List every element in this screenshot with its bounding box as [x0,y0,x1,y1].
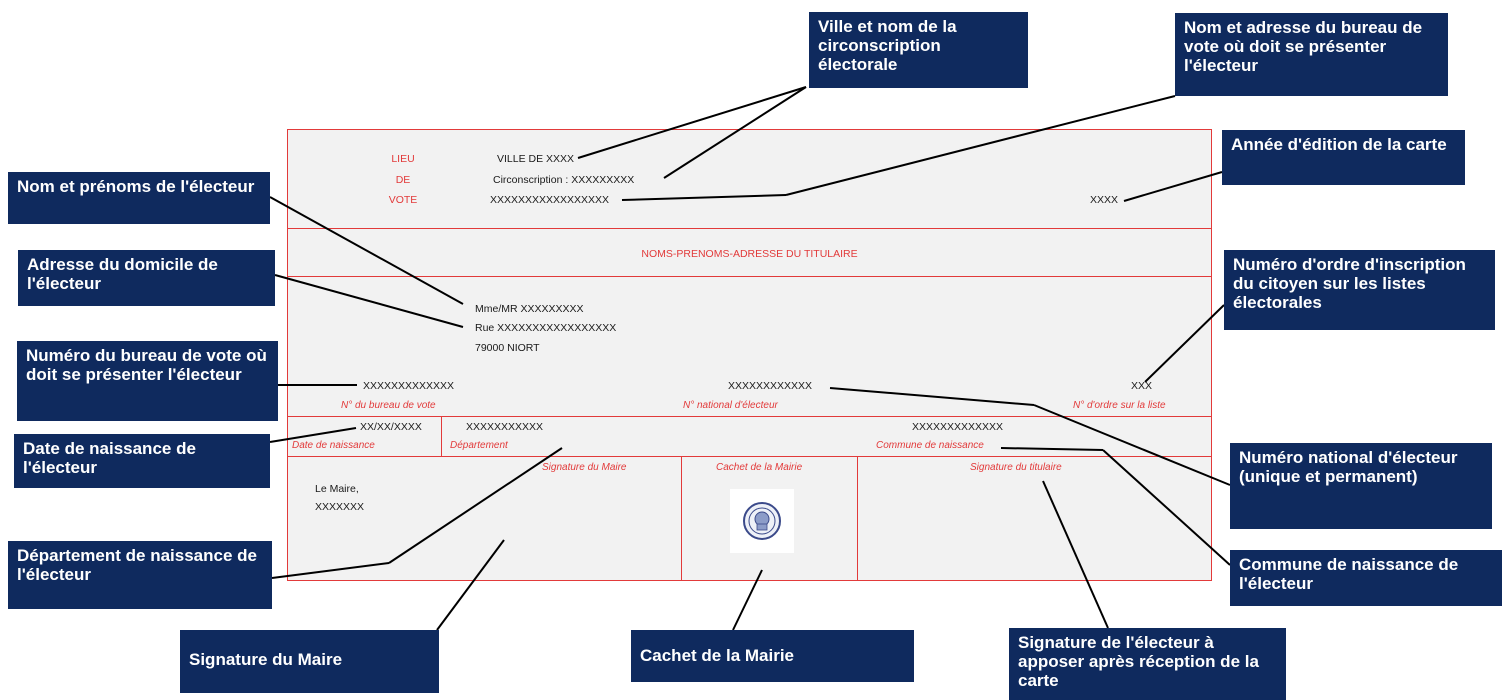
callout-bureau-adresse: Nom et adresse du bureau de vote où doit… [1175,13,1448,96]
card-divider [287,276,1212,277]
numero-ordre-label: N° d'ordre sur la liste [1073,400,1166,411]
numero-bureau-label: N° du bureau de vote [341,400,436,411]
circonscription-text: Circonscription : XXXXXXXXX [493,174,635,186]
card-divider [441,416,442,456]
signature-titulaire-label: Signature du titulaire [970,462,1062,473]
callout-nom-prenoms: Nom et prénoms de l'électeur [8,172,270,224]
de-label: DE [395,174,411,186]
mairie-seal-image [730,489,794,553]
ville-domicile-text: 79000 NIORT [475,342,540,354]
callout-signature-maire: Signature du Maire [180,630,439,693]
numero-national-text: XXXXXXXXXXXX [728,380,813,392]
card-divider [681,456,682,581]
annee-text: XXXX [1090,194,1119,206]
callout-numero-ordre: Numéro d'ordre d'inscription du citoyen … [1224,250,1495,330]
card-divider [287,228,1212,229]
maire-nom-text: XXXXXXX [315,501,365,513]
card-divider [857,456,858,581]
callout-numero-bureau: Numéro du bureau de vote où doit se prés… [17,341,278,421]
rue-text: Rue XXXXXXXXXXXXXXXXX [475,322,617,334]
departement-text: XXXXXXXXXXX [466,421,544,433]
bureau-adresse-text: XXXXXXXXXXXXXXXXX [490,194,610,206]
nom-text: Mme/MR XXXXXXXXX [475,303,584,315]
callout-adresse-domicile: Adresse du domicile de l'électeur [18,250,275,306]
callout-departement-naissance: Département de naissance de l'électeur [8,541,272,609]
numero-ordre-text: XXX [1131,380,1153,392]
lieu-label: LIEU [391,153,415,165]
vote-label: VOTE [388,194,418,206]
date-naissance-text: XX/XX/XXXX [360,421,422,433]
card-divider [287,456,1212,457]
commune-text: XXXXXXXXXXXXX [912,421,1004,433]
le-maire-text: Le Maire, [315,483,359,495]
commune-label: Commune de naissance [876,440,984,451]
date-naissance-label: Date de naissance [292,440,375,451]
cachet-label: Cachet de la Mairie [716,462,803,473]
callout-annee: Année d'édition de la carte [1222,130,1465,185]
numero-national-label: N° national d'électeur [683,400,778,411]
callout-date-naissance: Date de naissance de l'électeur [14,434,270,488]
callout-commune-naissance: Commune de naissance de l'électeur [1230,550,1502,606]
ville-text: VILLE DE XXXX [497,153,575,165]
titulaire-header: NOMS-PRENOMS-ADRESSE DU TITULAIRE [641,248,858,260]
callout-signature-electeur: Signature de l'électeur à apposer après … [1009,628,1286,700]
signature-maire-label: Signature du Maire [542,462,627,473]
callout-ville-circonscription: Ville et nom de la circonscription élect… [809,12,1028,88]
callout-cachet-mairie: Cachet de la Mairie [631,630,914,682]
card-divider [287,416,1212,417]
callout-numero-national: Numéro national d'électeur (unique et pe… [1230,443,1492,529]
departement-label: Département [450,440,508,451]
numero-bureau-text: XXXXXXXXXXXXX [363,380,455,392]
